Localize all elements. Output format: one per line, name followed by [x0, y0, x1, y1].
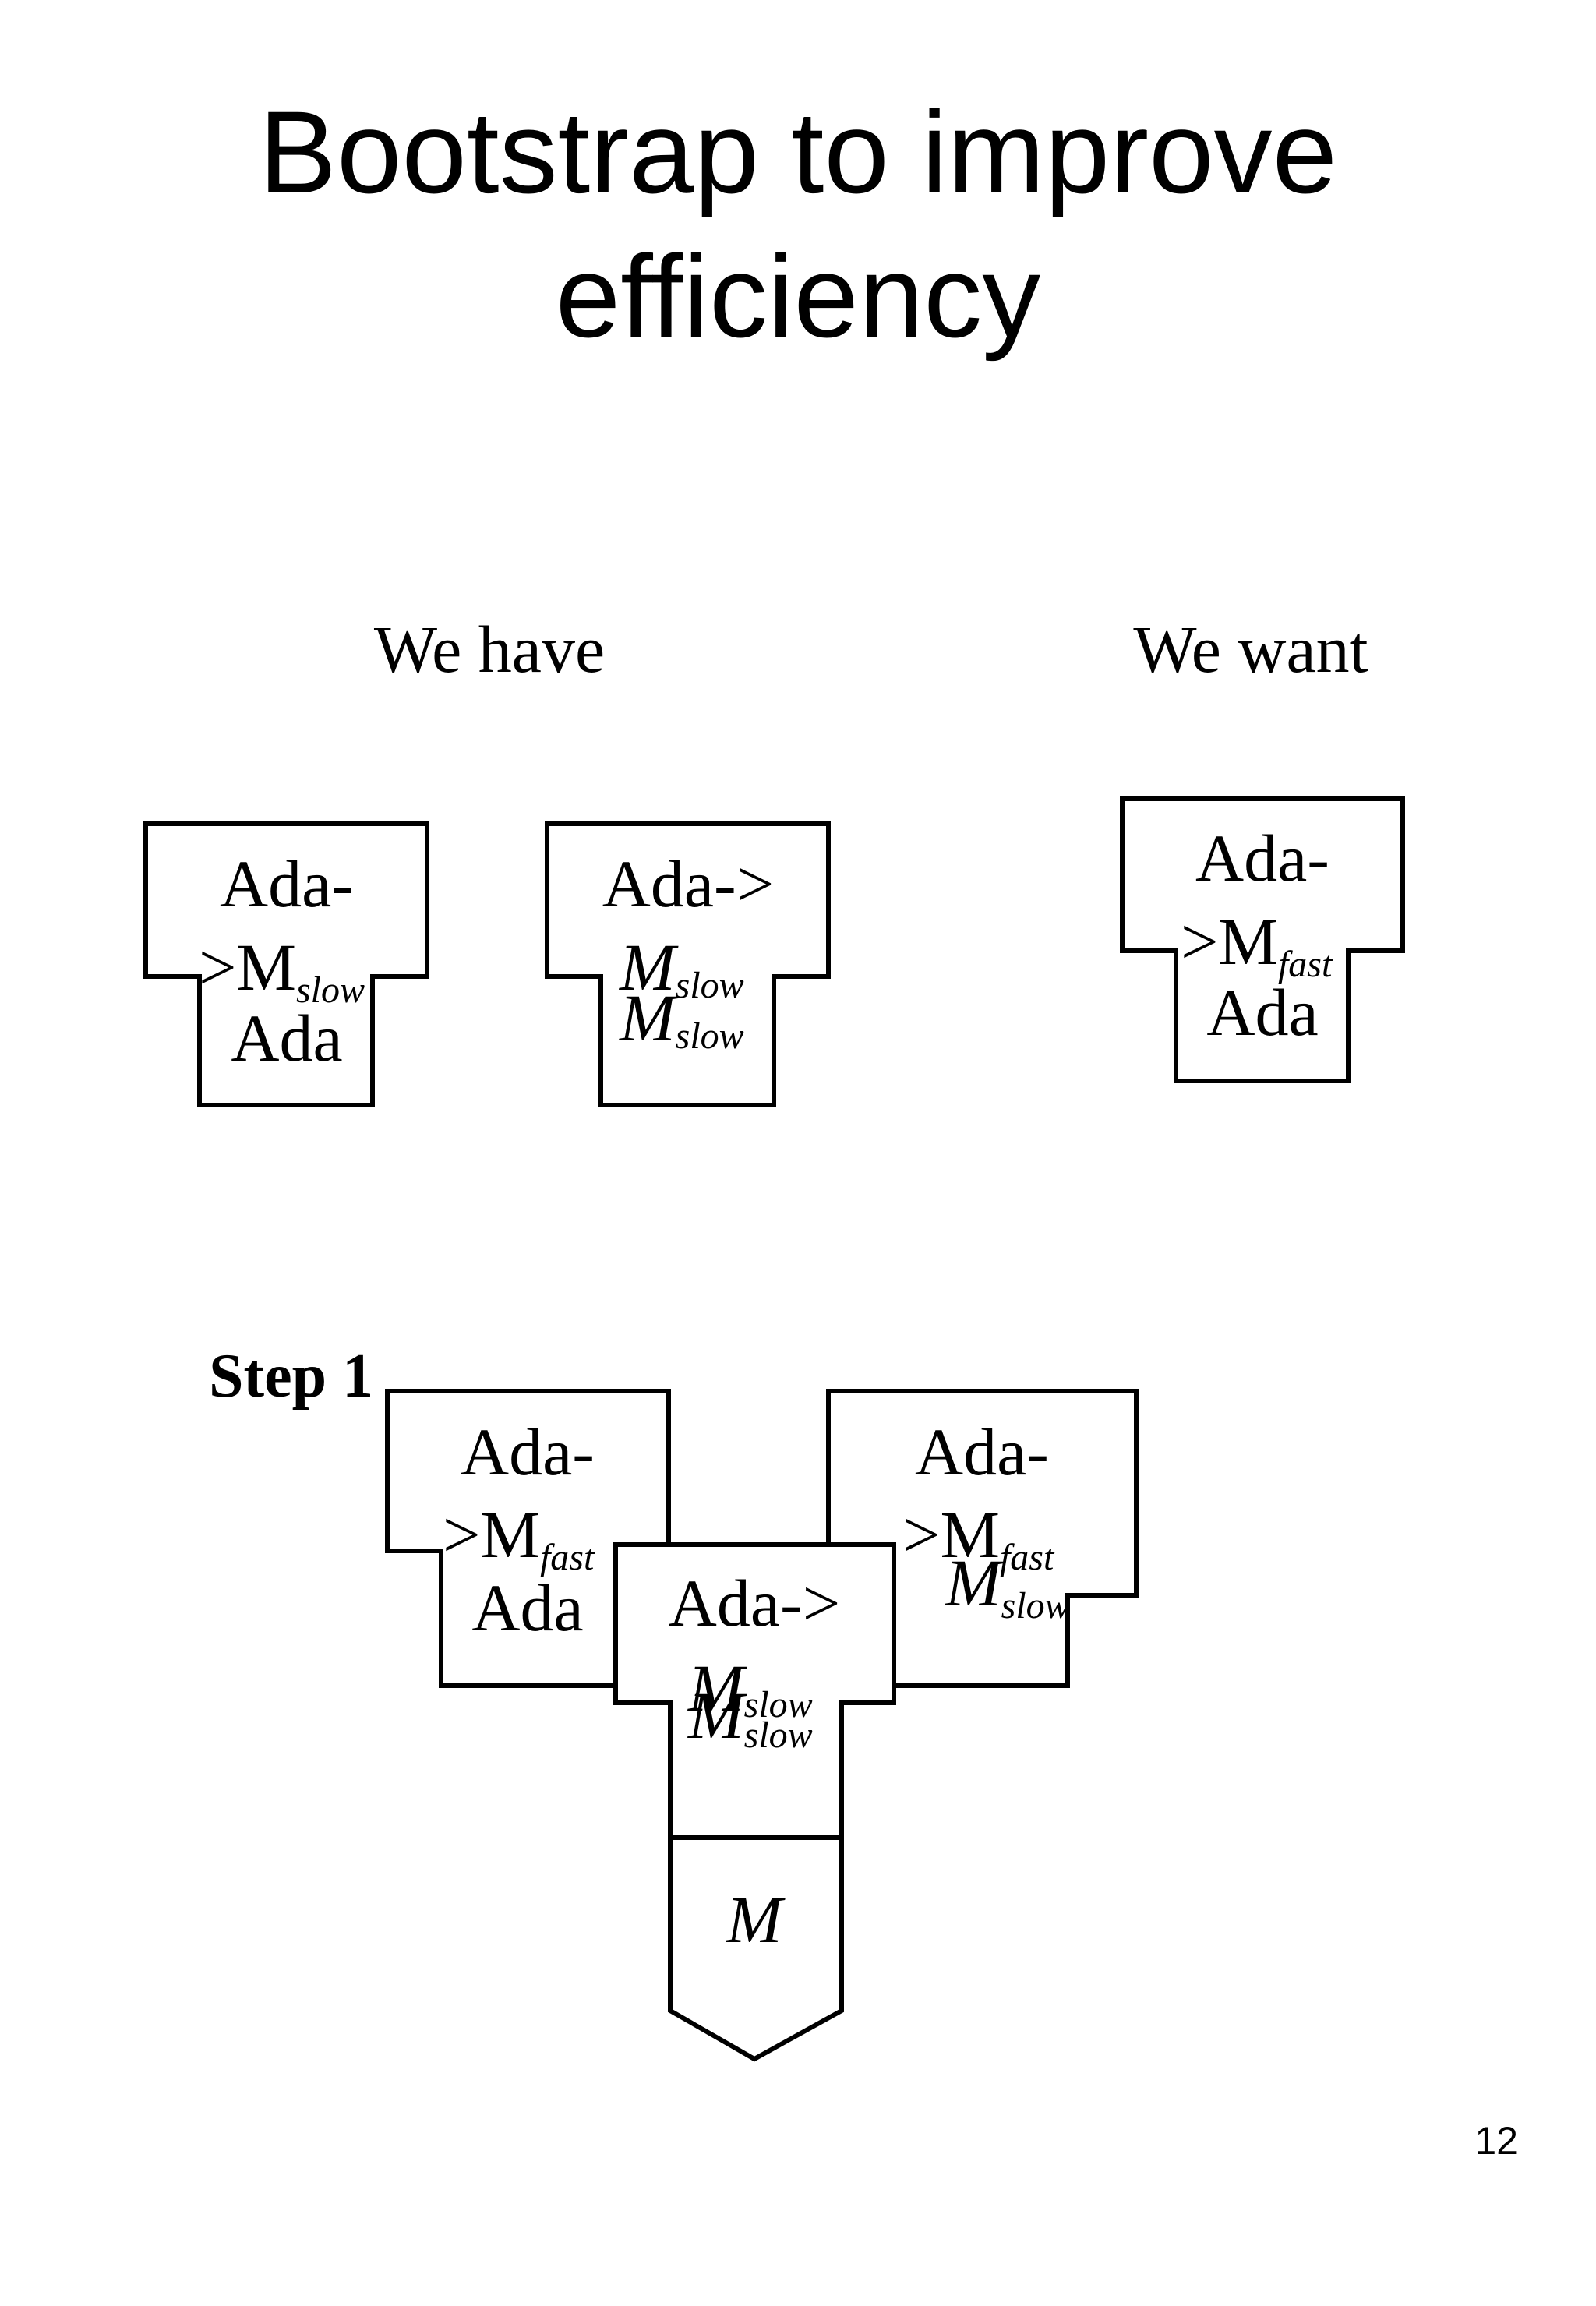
want-compiler-tdiagram: Ada- >Mfast Ada [1120, 796, 1405, 1083]
have-compiler-source: Ada- [220, 846, 354, 921]
step1-translator-tdiagram: Ada-> Mslow Mslow [613, 1542, 896, 1840]
step1-translator-impl: Mslow [687, 1678, 813, 1756]
have-executable-source: Ada-> [602, 846, 774, 921]
want-compiler-impl: Ada [1206, 975, 1318, 1050]
machine-m-shape: M [668, 1835, 844, 2062]
have-compiler-target: >Mslow [199, 930, 365, 1011]
step1-source-target: >Mfast [443, 1497, 595, 1578]
we-have-label: We have [374, 612, 605, 687]
page-number: 12 [1474, 2119, 1518, 2163]
step1-translator-target: Mslow [687, 1651, 813, 1725]
have-executable-target: Mslow [618, 930, 744, 1006]
have-compiler-impl: Ada [231, 1001, 342, 1075]
step1-result-source: Ada- [915, 1414, 1049, 1489]
step1-result-impl: Mslow [944, 1545, 1070, 1626]
step1-translator-source: Ada-> [669, 1566, 840, 1640]
have-executable-impl: Mslow [618, 980, 744, 1057]
slide-title-line-2: efficiency [555, 231, 1041, 362]
we-want-label: We want [1133, 612, 1368, 687]
step1-result-target: >Mfast [902, 1497, 1055, 1578]
machine-m-label: M [725, 1882, 786, 1957]
step-1-label: Step 1 [209, 1342, 373, 1411]
want-compiler-target: >Mfast [1181, 904, 1333, 985]
slide-title-line-1: Bootstrap to improve [259, 87, 1337, 217]
have-compiler-tdiagram: Ada- >Mslow Ada [143, 821, 429, 1107]
have-executable-tdiagram: Ada-> Mslow Mslow [545, 821, 831, 1107]
step1-source-tdiagram: Ada- >Mfast Ada [385, 1389, 671, 1688]
step1-source-source: Ada- [461, 1414, 595, 1489]
step1-source-impl: Ada [471, 1570, 583, 1645]
step1-result-tdiagram: Ada- >Mfast Mslow [826, 1389, 1139, 1688]
want-compiler-source: Ada- [1195, 821, 1329, 895]
